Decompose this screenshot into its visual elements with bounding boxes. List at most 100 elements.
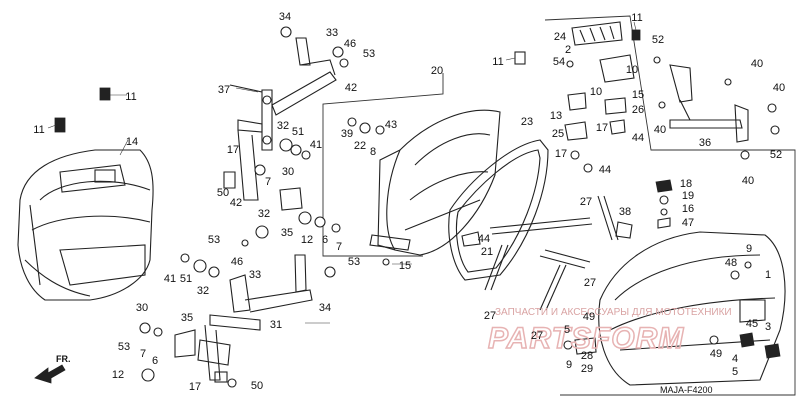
callout-label: 40: [751, 58, 763, 70]
callout-label: 46: [344, 38, 356, 50]
callout-label: 25: [552, 128, 564, 140]
callout-label: 42: [230, 197, 242, 209]
callout-label: 38: [619, 206, 631, 218]
callout-label: 17: [227, 144, 239, 156]
lower-stay-part: [139, 254, 336, 388]
callout-label: 32: [258, 208, 270, 220]
callout-label: 11: [492, 56, 503, 68]
callout-label: 3: [765, 321, 771, 333]
callout-label: 4: [732, 353, 738, 365]
callout-label: 46: [231, 256, 243, 268]
lid-hardware-part: [347, 21, 641, 173]
callout-label: 1: [765, 269, 771, 281]
callout-label: 10: [626, 64, 638, 76]
callout-label: 11: [33, 124, 44, 136]
callout-label: 18: [680, 178, 692, 190]
callout-label: 51: [180, 273, 192, 285]
callout-label: 35: [281, 227, 293, 239]
callout-label: 7: [140, 348, 146, 360]
callout-label: 36: [699, 137, 711, 149]
callout-label: 11: [125, 91, 136, 103]
callout-label: 52: [652, 34, 664, 46]
callout-label: 9: [746, 243, 752, 255]
callout-label: 31: [270, 319, 282, 331]
callout-label: 6: [322, 234, 328, 246]
callout-label: 27: [580, 196, 592, 208]
callout-label: 17: [596, 122, 608, 134]
leader-lines: [47, 21, 637, 324]
callout-label: 48: [725, 257, 737, 269]
callout-label: 40: [773, 82, 785, 94]
callout-label: 33: [326, 27, 338, 39]
right-stay-part: [653, 56, 780, 160]
callout-label: 45: [746, 318, 758, 330]
callout-label: 20: [431, 65, 443, 77]
callout-label: 51: [292, 126, 304, 138]
callout-label: 40: [742, 175, 754, 187]
callout-label: 54: [553, 56, 565, 68]
callout-label: 22: [354, 140, 366, 152]
callout-label: 30: [282, 166, 294, 178]
callout-label: 13: [550, 110, 562, 122]
callout-label: 8: [370, 146, 376, 158]
callout-labels: 3433465342371111142011242541152404040101…: [33, 11, 785, 393]
front-direction-label: FR.: [56, 354, 71, 364]
left-saddlebag-part: [17, 87, 154, 301]
callout-label: 10: [590, 86, 602, 98]
callout-label: 33: [249, 269, 261, 281]
case-gasket-part: [448, 139, 549, 281]
callout-label: 41: [310, 139, 322, 151]
callout-label: 27: [584, 277, 596, 289]
callout-label: 42: [345, 82, 357, 94]
callout-label: 17: [189, 381, 201, 393]
callout-label: 34: [279, 11, 291, 23]
callout-label: 39: [341, 128, 353, 140]
callout-label: 5: [732, 366, 738, 378]
callout-label: 19: [682, 190, 694, 202]
callout-label: 24: [554, 31, 566, 43]
support-rods-part: [484, 195, 633, 311]
mid-hardware-part: [180, 138, 341, 278]
callout-label: 7: [336, 241, 342, 253]
inner-case-part: [369, 109, 501, 266]
callout-label: 12: [301, 234, 313, 246]
watermark-text: ЗАПЧАСТИ И АКСЕССУАРЫ ДЛЯ МОТОТЕХНИКИ: [495, 307, 732, 318]
callout-label: 34: [319, 302, 331, 314]
callout-label: 11: [631, 12, 642, 24]
callout-label: 17: [555, 148, 567, 160]
callout-label: 49: [583, 311, 595, 323]
callout-label: 15: [399, 260, 411, 272]
callout-label: 35: [181, 312, 193, 324]
callout-label: 43: [385, 119, 397, 131]
front-direction-arrow: FR.: [34, 354, 71, 384]
callout-label: 6: [152, 355, 158, 367]
callout-label: 16: [682, 203, 694, 215]
callout-label: 47: [682, 217, 694, 229]
callout-label: 7: [265, 176, 271, 188]
watermark: ЗАПЧАСТИ И АКСЕССУАРЫ ДЛЯ МОТОТЕХНИКИ PA…: [487, 307, 732, 356]
callout-label: 28: [581, 350, 593, 362]
callout-label: 2: [565, 44, 571, 56]
callout-label: 44: [478, 233, 490, 245]
callout-label: 50: [217, 187, 229, 199]
callout-label: 44: [599, 164, 611, 176]
callout-label: 50: [251, 380, 263, 392]
callout-label: 53: [118, 341, 130, 353]
upper-stay-part: [229, 26, 349, 201]
callout-label: 52: [770, 149, 782, 161]
callout-label: 23: [521, 116, 533, 128]
callout-label: 5: [564, 324, 570, 336]
callout-label: 44: [632, 132, 644, 144]
callout-label: 37: [218, 84, 230, 96]
callout-label: 14: [126, 136, 138, 148]
callout-label: 21: [481, 246, 493, 258]
callout-label: 49: [710, 348, 722, 360]
callout-label: 32: [277, 120, 289, 132]
callout-label: 9: [566, 359, 572, 371]
callout-label: 15: [632, 89, 644, 101]
callout-label: 53: [363, 48, 375, 60]
callout-label: 30: [136, 302, 148, 314]
callout-label: 40: [654, 124, 666, 136]
small-parts-part: [461, 179, 673, 247]
